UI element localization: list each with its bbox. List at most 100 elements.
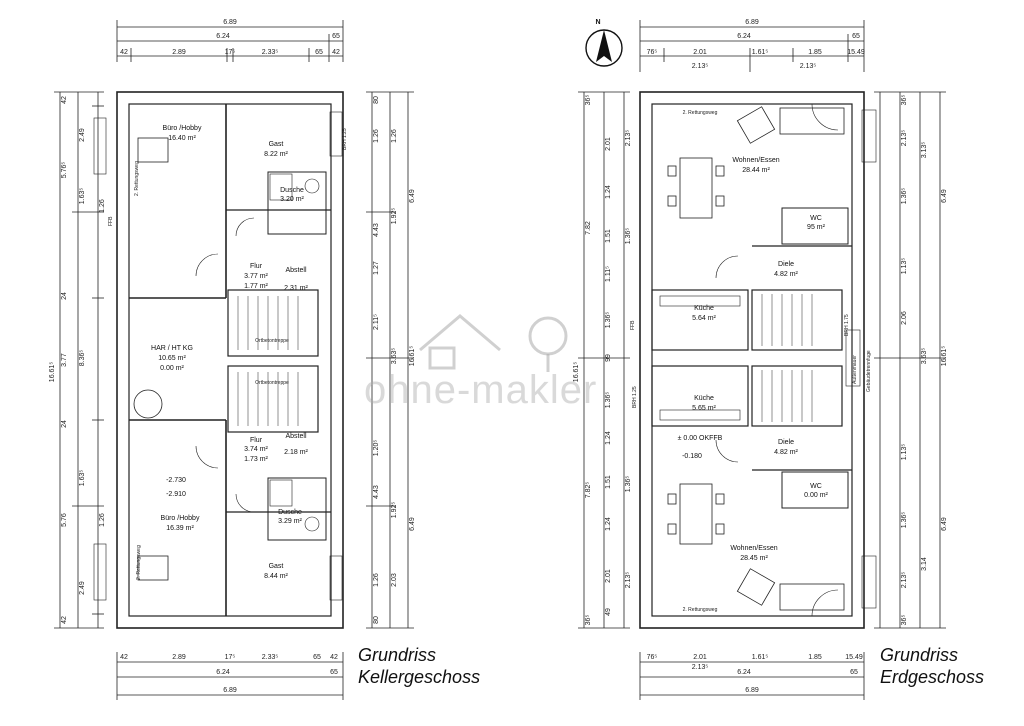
- kg-right-dim-4: 1.92⁵: [391, 208, 398, 225]
- eg-top-seg-4: 15.49: [847, 49, 865, 56]
- eg-outer-wall: [639, 91, 865, 629]
- kg-room-5-area: 10.65 m²: [158, 355, 186, 362]
- kg-bottom-seg-4: 65: [313, 654, 321, 661]
- eg-left-dim-20: 16.61⁵: [573, 362, 580, 383]
- kg-right-dim-12: 1.92⁵: [391, 502, 398, 519]
- eg-bottom-seg-0: 76⁵: [647, 654, 658, 661]
- kg-level-1: -2.730: [166, 477, 186, 484]
- eg-room-1-area: 95 m²: [807, 224, 826, 231]
- kg-left-dim-2: 5.76⁵: [61, 162, 68, 179]
- eg-bottom-sub: 2.13⁵: [692, 664, 709, 671]
- eg-room-7-name: Wohnen/Essen: [730, 545, 777, 552]
- eg-okffb: ± 0.00 OKFFB: [678, 435, 723, 442]
- kg-title-line-1: Grundriss: [358, 645, 437, 665]
- kg-top-seg-3: 2.33⁵: [262, 49, 279, 56]
- kg-top-seg-4: 65: [315, 49, 323, 56]
- eg-right-dim-0: 36⁵: [901, 95, 908, 106]
- kg-right-dim-15: 2.03: [391, 573, 398, 587]
- kg-room-7-name: Abstell: [285, 433, 306, 440]
- kg-stair-1: Ortbetontreppe: [255, 338, 289, 344]
- kg-top-seg-2: 17⁵: [225, 49, 236, 56]
- kg-outer-wall: [116, 91, 344, 629]
- kg-room-2-name: Dusche: [280, 187, 304, 194]
- kg-right-dim-16: 80: [373, 616, 380, 624]
- kg-left-dim-11: 1.26: [99, 513, 106, 527]
- kg-room-4-name: Abstell: [285, 267, 306, 274]
- eg-room-2-name: Diele: [778, 261, 794, 268]
- kg-right-dim-1: 1.26: [373, 129, 380, 143]
- eg-top-total: 6.89: [745, 19, 759, 26]
- eg-left-dim-16: 2.01: [605, 569, 612, 583]
- kg-room-0-area: 16.40 m²: [168, 135, 196, 142]
- eg-right-dim-10: 1.36⁵: [901, 512, 908, 529]
- eg-top-sub-0: 2.13⁵: [692, 63, 709, 70]
- eg-title-line-1: Grundriss: [880, 645, 959, 665]
- eg-room-3-name: Küche: [694, 305, 714, 312]
- kg-level-2: -2.910: [166, 491, 186, 498]
- kg-room-1-area: 8.22 m²: [264, 151, 288, 158]
- kg-room-6-area: 3.74 m²: [244, 446, 268, 453]
- kg-left-dim-1: 2.49: [79, 128, 86, 142]
- kg-room-8-area: 16.39 m²: [166, 525, 194, 532]
- eg-right-dim-7: 3.63⁵: [921, 348, 928, 365]
- eg-left-dim-18: 49: [605, 608, 612, 616]
- eg-top-seg-2: 1.61⁵: [752, 49, 769, 56]
- eg-left-dimensions: [578, 91, 630, 629]
- eg-right-dim-8: 16.61⁵: [941, 346, 948, 367]
- kg-brh: BRH 1.25: [342, 128, 348, 150]
- eg-right-dim-3: 1.36⁵: [901, 188, 908, 205]
- kg-plan: [54, 20, 414, 629]
- eg-bottom-dimension-lines: [639, 652, 865, 700]
- kg-room-7-area: 2.18 m²: [284, 449, 308, 456]
- eg-room-1-name: WC: [810, 215, 822, 222]
- eg-left-dim-17: 2.13⁵: [625, 572, 632, 589]
- kg-bottom-seg-5: 42: [330, 654, 338, 661]
- eg-room-6-name: WC: [810, 483, 822, 490]
- kg-left-dim-4: 1.26: [99, 199, 106, 213]
- eg-right-dim-9: 1.13⁵: [901, 444, 908, 461]
- kg-room-8-name: Büro /Hobby: [161, 515, 200, 522]
- eg-ffb: FFB: [630, 320, 636, 330]
- eg-building-joint-label: Gebäudetrennfuge: [866, 350, 872, 392]
- kg-right-dim-14: 1.26: [373, 573, 380, 587]
- kg-left-dim-10: 5.76: [61, 513, 68, 527]
- eg-left-dim-5: 1.51: [605, 229, 612, 243]
- eg-brh-b: BRH 1.75: [844, 314, 850, 336]
- eg-top-dimensions: [639, 20, 865, 72]
- kg-room-1-name: Gast: [269, 141, 284, 148]
- eg-room-3-area: 5.64 m²: [692, 315, 716, 322]
- kg-room-5-name: HAR / HT KG: [151, 345, 193, 352]
- eg-top-sub-1: 2.13⁵: [800, 63, 817, 70]
- kg-room-0-name: Büro /Hobby: [163, 125, 202, 132]
- kg-left-dim-12: 2.49: [79, 581, 86, 595]
- eg-left-dim-4: 7.82: [585, 221, 592, 235]
- eg-top-right-small: 65: [852, 33, 860, 40]
- eg-bottom-inner: 6.24: [737, 669, 751, 676]
- eg-top-seg-0: 76⁵: [647, 49, 658, 56]
- eg-room-0-area: 28.44 m²: [742, 167, 770, 174]
- eg-right-dim-5: 1.13⁵: [901, 258, 908, 275]
- eg-escape-route-2: 2. Rettungsweg: [683, 607, 718, 613]
- eg-bottom-total: 6.89: [745, 687, 759, 694]
- kg-title-line-2: Kellergeschoss: [358, 667, 481, 687]
- kg-top-total: 6.89: [223, 19, 237, 26]
- kg-room-10-area: 8.44 m²: [264, 573, 288, 580]
- kg-top-seg-5: 42: [332, 49, 340, 56]
- eg-right-dim-1: 2.13⁵: [901, 130, 908, 147]
- eg-right-dim-14: 36⁵: [901, 615, 908, 626]
- kg-title: Grundriss Kellergeschoss: [358, 644, 480, 688]
- kg-top-dimensions: [116, 20, 344, 62]
- kg-stair-2: Ortbetontreppe: [255, 380, 289, 386]
- kg-left-dim-13: 42: [61, 616, 68, 624]
- kg-room-10-name: Gast: [269, 563, 284, 570]
- eg-room-5-area: 4.82 m²: [774, 449, 798, 456]
- eg-top-inner: 6.24: [737, 33, 751, 40]
- eg-outer-wall-label: Außenmauer: [852, 355, 858, 384]
- kg-room-2-area: 3.20 m²: [280, 196, 304, 203]
- kg-right-dim-7: 2.11⁵: [373, 314, 380, 330]
- kg-right-dimensions: [366, 91, 414, 629]
- kg-bottom-seg-3: 2.33⁵: [262, 654, 279, 661]
- kg-extra-area-b: 0.00 m²: [160, 365, 184, 372]
